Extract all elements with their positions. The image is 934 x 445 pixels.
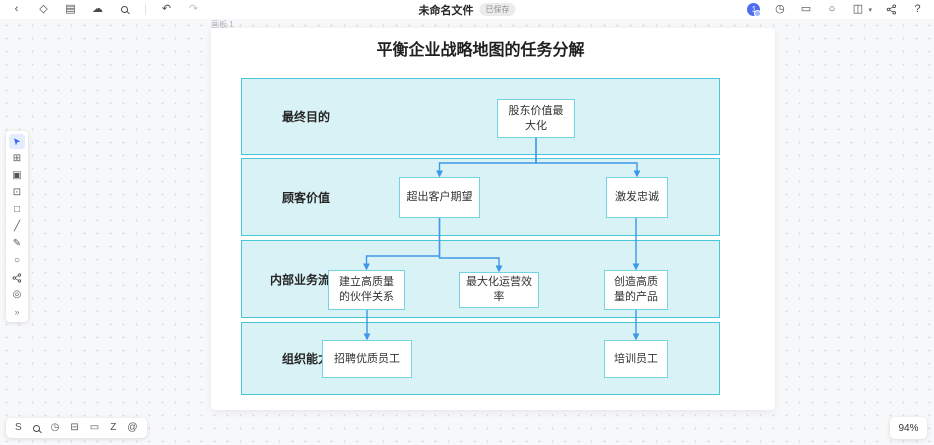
select-cursor-tool[interactable] xyxy=(9,134,25,149)
diagram-node[interactable]: 培训员工 xyxy=(604,340,668,378)
media-tool-icon[interactable]: ▭ xyxy=(89,422,100,433)
tag-icon[interactable]: ◇ xyxy=(39,3,48,15)
magnifier-glyph xyxy=(32,424,40,432)
diagram-node[interactable]: 激发忠诚 xyxy=(606,177,668,218)
save-status-badge: 已保存 xyxy=(479,3,516,16)
search-icon[interactable] xyxy=(118,3,131,16)
share-icon[interactable] xyxy=(885,3,898,16)
canvas[interactable]: 画板 1 平衡企业战略地图的任务分解 最终目的 顾客价值 内部业务流程 组织能力 xyxy=(0,19,934,445)
diagram-node[interactable]: 建立高质量的伙伴关系 xyxy=(328,270,405,310)
connector-tool-icon[interactable] xyxy=(9,270,25,285)
comment-circle-icon[interactable]: ○ xyxy=(828,3,836,15)
save-icon[interactable]: ▤ xyxy=(65,3,76,15)
presentation-icon[interactable]: ▭ xyxy=(800,3,812,15)
diagram-title[interactable]: 平衡企业战略地图的任务分解 xyxy=(376,42,585,59)
topbar-right-group: 1 ◷ ▭ ○ ◫ ▾ ? xyxy=(747,3,934,17)
redo-icon[interactable]: ↷ xyxy=(188,3,199,15)
sticker-tool-icon[interactable]: @ xyxy=(127,422,138,433)
toolbar-divider xyxy=(145,4,146,15)
expand-toolbar-icon[interactable]: » xyxy=(14,306,20,317)
timer-icon[interactable]: ◷ xyxy=(775,3,785,15)
diagram-node[interactable]: 创造高质量的产品 xyxy=(604,270,668,310)
band-label: 顾客价值 xyxy=(281,190,330,205)
timer-tool-icon[interactable]: ◷ xyxy=(50,422,60,433)
band-ultimate-purpose[interactable]: 最终目的 xyxy=(241,78,720,155)
diagram-node[interactable]: 超出客户期望 xyxy=(399,177,480,218)
undo-icon[interactable]: ↶ xyxy=(161,3,172,15)
avatar[interactable]: 1 xyxy=(747,3,762,17)
topbar-left-group: ‹ ◇ ▤ ☁ ↶ ↷ xyxy=(0,3,200,16)
follow-mode-icon[interactable]: S xyxy=(15,422,22,433)
diagram-node[interactable]: 最大化运营效率 xyxy=(459,272,539,308)
help-icon[interactable]: ? xyxy=(914,3,921,15)
diagram-node[interactable]: 招聘优质员工 xyxy=(322,340,412,378)
artboard[interactable]: 平衡企业战略地图的任务分解 最终目的 顾客价值 内部业务流程 组织能力 xyxy=(211,28,775,410)
more-apps-icon[interactable]: ◎ xyxy=(12,289,22,300)
shape-tool-icon[interactable]: □ xyxy=(13,204,21,215)
share-glyph xyxy=(12,272,22,283)
band-label: 最终目的 xyxy=(281,110,330,124)
left-toolbar: ⊞ ▣ ⊡ □ ╱ ✎ ○ ◎ » xyxy=(6,131,28,322)
band-label: 组织能力 xyxy=(281,352,330,366)
sticky-note-tool-icon[interactable]: ⊡ xyxy=(12,187,22,198)
line-tool-icon[interactable]: ╱ xyxy=(13,221,21,232)
band-label: 内部业务流程 xyxy=(269,272,342,287)
back-icon[interactable]: ‹ xyxy=(14,3,19,15)
oval-tool-icon[interactable]: ○ xyxy=(13,255,21,266)
frame-tool-icon[interactable]: ▣ xyxy=(12,170,22,181)
diagram-node[interactable]: 股东价值最大化 xyxy=(497,99,575,138)
bottom-toolbar: S ◷ ⊟ ▭ Z @ xyxy=(6,418,147,438)
topbar: ‹ ◇ ▤ ☁ ↶ ↷ 未命名文件 已保存 1 ◷ ▭ ○ ◫ ▾ xyxy=(0,0,934,19)
lightning-tool-icon[interactable]: Z xyxy=(110,422,117,433)
cloud-sync-icon[interactable]: ☁ xyxy=(92,3,103,15)
search-zoom-icon[interactable] xyxy=(32,424,40,432)
chevron-down-icon[interactable]: ▾ xyxy=(868,6,872,14)
magnifier-glyph xyxy=(121,6,128,13)
table-tool-icon[interactable]: ⊞ xyxy=(12,153,22,164)
file-title[interactable]: 未命名文件 xyxy=(418,4,474,17)
cursor-icon xyxy=(14,137,21,145)
file-header: 未命名文件 已保存 xyxy=(419,2,516,18)
artboard-label[interactable]: 画板 1 xyxy=(211,20,234,29)
share-glyph xyxy=(886,4,897,15)
comment-tool-icon[interactable]: ⊟ xyxy=(70,422,79,433)
pen-tool-icon[interactable]: ✎ xyxy=(12,238,22,249)
zoom-level[interactable]: 94% xyxy=(890,417,927,439)
layout-panels-icon[interactable]: ◫ xyxy=(852,3,864,15)
